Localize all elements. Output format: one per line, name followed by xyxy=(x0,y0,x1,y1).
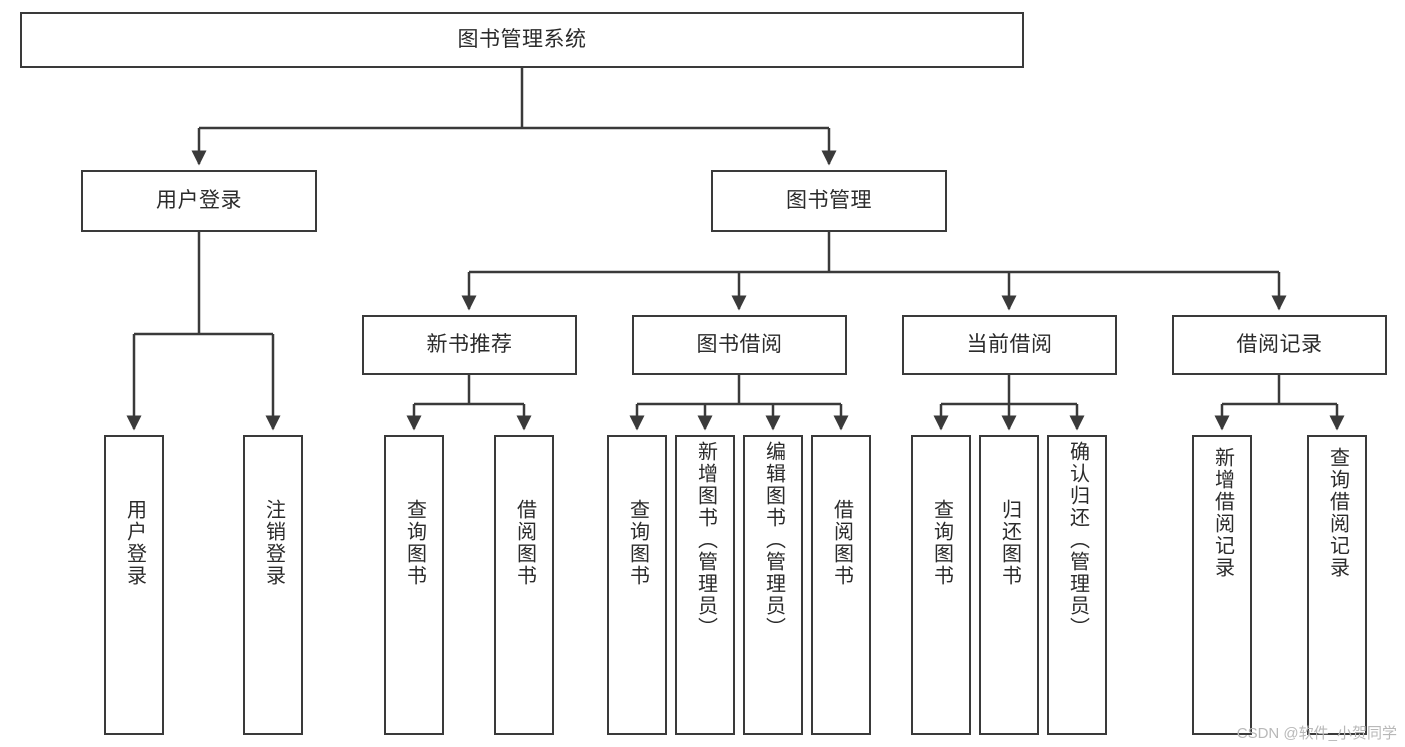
leaf-user-logout[interactable]: 注销登录 xyxy=(243,435,303,735)
leaf-add-book[interactable]: 新增图书（管理员） xyxy=(675,435,735,735)
node-new-book-recommend-label: 新书推荐 xyxy=(426,333,513,357)
node-new-book-recommend[interactable]: 新书推荐 xyxy=(362,315,577,375)
node-book-borrow[interactable]: 图书借阅 xyxy=(632,315,847,375)
leaf-borrow-book-2[interactable]: 借阅图书 xyxy=(811,435,871,735)
node-current-borrow-label: 当前借阅 xyxy=(966,333,1053,357)
leaf-edit-book-label: 编辑图书（管理员） xyxy=(762,441,785,639)
node-root-label: 图书管理系统 xyxy=(457,28,587,52)
node-book-management[interactable]: 图书管理 xyxy=(711,170,947,232)
leaf-edit-book[interactable]: 编辑图书（管理员） xyxy=(743,435,803,735)
node-user-login[interactable]: 用户登录 xyxy=(81,170,317,232)
leaf-query-record[interactable]: 查询借阅记录 xyxy=(1307,435,1367,735)
leaf-add-record[interactable]: 新增借阅记录 xyxy=(1192,435,1252,735)
leaf-query-book-1[interactable]: 查询图书 xyxy=(384,435,444,735)
node-user-login-label: 用户登录 xyxy=(156,189,242,213)
leaf-return-book-label: 归还图书 xyxy=(998,499,1021,587)
leaf-add-record-label: 新增借阅记录 xyxy=(1211,447,1234,579)
leaf-borrow-book-1-label: 借阅图书 xyxy=(513,499,536,587)
leaf-confirm-return[interactable]: 确认归还（管理员） xyxy=(1047,435,1107,735)
node-borrow-record[interactable]: 借阅记录 xyxy=(1172,315,1387,375)
leaf-borrow-book-1[interactable]: 借阅图书 xyxy=(494,435,554,735)
leaf-user-logout-label: 注销登录 xyxy=(262,499,285,587)
node-book-borrow-label: 图书借阅 xyxy=(696,333,783,357)
leaf-query-book-2[interactable]: 查询图书 xyxy=(607,435,667,735)
node-borrow-record-label: 借阅记录 xyxy=(1236,333,1323,357)
leaf-query-book-2-label: 查询图书 xyxy=(626,499,649,587)
node-root[interactable]: 图书管理系统 xyxy=(20,12,1024,68)
leaf-user-login[interactable]: 用户登录 xyxy=(104,435,164,735)
leaf-confirm-return-label: 确认归还（管理员） xyxy=(1066,441,1089,639)
leaf-add-book-label: 新增图书（管理员） xyxy=(694,441,717,639)
node-current-borrow[interactable]: 当前借阅 xyxy=(902,315,1117,375)
leaf-query-record-label: 查询借阅记录 xyxy=(1326,447,1349,579)
leaf-user-login-label: 用户登录 xyxy=(123,499,146,587)
leaf-query-book-3-label: 查询图书 xyxy=(930,499,953,587)
csdn-watermark: CSDN @软件_小贺同学 xyxy=(1236,725,1397,742)
leaf-borrow-book-2-label: 借阅图书 xyxy=(830,499,853,587)
leaf-query-book-3[interactable]: 查询图书 xyxy=(911,435,971,735)
leaf-return-book[interactable]: 归还图书 xyxy=(979,435,1039,735)
leaf-query-book-1-label: 查询图书 xyxy=(403,499,426,587)
node-book-management-label: 图书管理 xyxy=(786,189,872,213)
